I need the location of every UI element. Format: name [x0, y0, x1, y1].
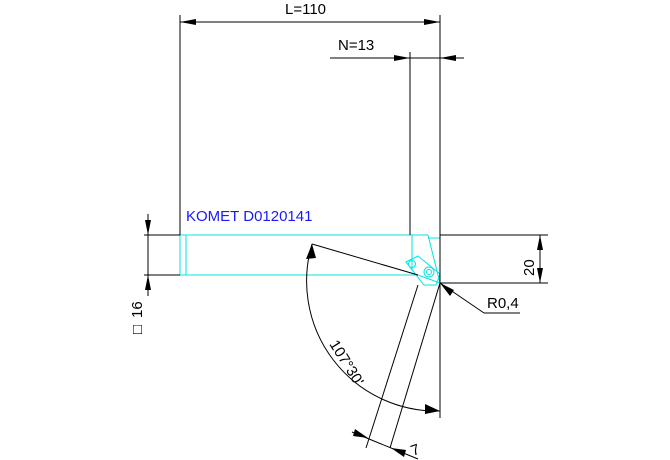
width-label: 7 — [409, 441, 423, 460]
arrow-angle-top — [306, 244, 316, 259]
insert-screw-hole-2-inner — [426, 269, 432, 275]
arrow-shank-bottom — [145, 275, 151, 290]
insert — [405, 255, 441, 286]
shank-label: 16 — [129, 301, 146, 318]
insert-screw-hole-2 — [423, 266, 435, 278]
overall-length-label: L=110 — [285, 1, 326, 18]
square-symbol: □ — [129, 325, 146, 334]
radius-label: R0,4 — [487, 295, 519, 312]
arrow-shank-top — [145, 220, 151, 235]
height-label: 20 — [521, 259, 538, 276]
tool-head-tip-edge — [417, 274, 441, 284]
arrow-radius — [440, 283, 454, 296]
insert-screw-hole-1 — [408, 260, 416, 268]
arrow-n-left — [394, 55, 410, 61]
dimension-height: 20 — [440, 234, 548, 284]
width-extension-line-right — [389, 282, 441, 449]
arrow-height-bottom — [537, 268, 543, 283]
arrow-angle-bottom — [425, 404, 440, 414]
angle-label: 107°30' — [326, 337, 367, 389]
part-number-label: KOMET D0120141 — [186, 208, 312, 225]
tool-head-edge — [427, 234, 441, 284]
angle-reference-line — [311, 243, 419, 276]
tool-outline — [179, 234, 441, 286]
arrow-width-left — [353, 429, 368, 438]
dimension-shank: 16 □ — [129, 214, 180, 334]
insert-outline — [405, 255, 441, 286]
dimension-overall-length: L=110 — [179, 1, 441, 418]
arrow-width-right — [391, 448, 406, 457]
arrow-left — [180, 19, 196, 25]
angle-arc — [306, 243, 441, 412]
n-length-label: N=13 — [338, 37, 374, 54]
width-extension-line-left — [365, 284, 419, 449]
dimension-width: 7 — [351, 429, 423, 460]
dimension-corner-radius: R0,4 — [439, 282, 520, 314]
dimension-n-length: N=13 — [330, 37, 464, 235]
arrow-height-top — [537, 235, 543, 250]
arrow-n-right — [440, 55, 456, 61]
arrow-right — [424, 19, 440, 25]
